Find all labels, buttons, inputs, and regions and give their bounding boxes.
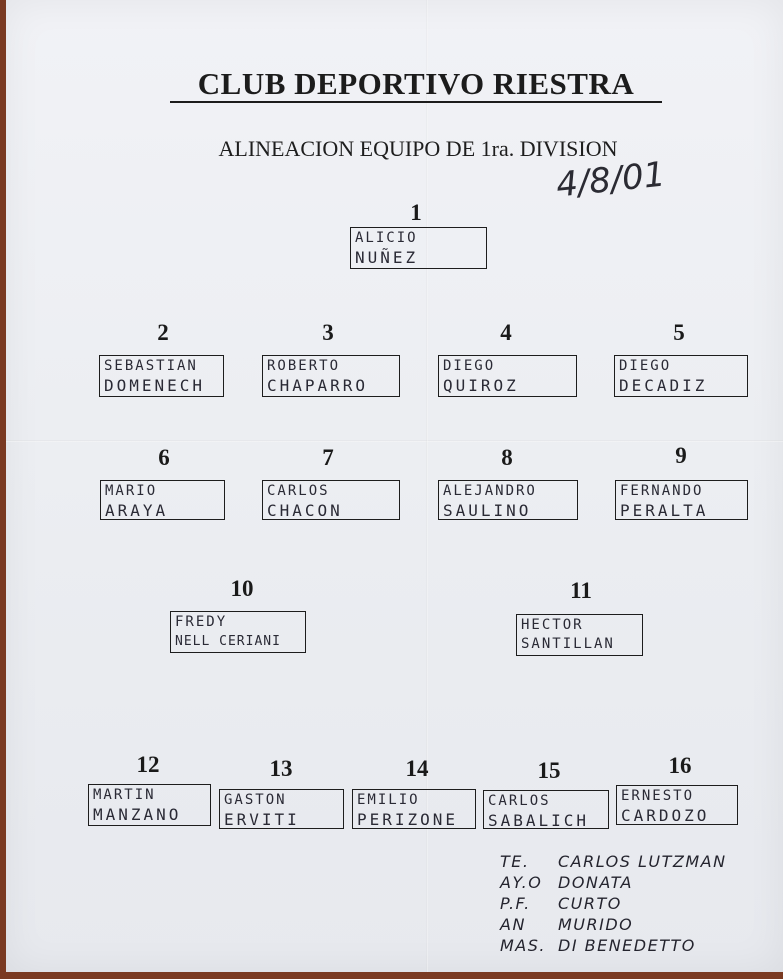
player-first-name: GASTON bbox=[224, 792, 287, 808]
position-number: 13 bbox=[269, 756, 293, 781]
lineup-sheet bbox=[6, 0, 783, 972]
player-last-name: DOMENECH bbox=[104, 376, 206, 395]
player-last-name: SAULINO bbox=[443, 501, 532, 520]
player-first-name: FREDY bbox=[175, 614, 228, 630]
player-first-name: ALICIO bbox=[355, 230, 418, 246]
coaching-staff-list: TE. CARLOS LUTZMAN AY.O DONATA P.F. CURTO A… bbox=[500, 852, 727, 957]
player-last-name: ARAYA bbox=[105, 501, 169, 520]
position-number: 15 bbox=[537, 758, 561, 783]
player-box: CARLOS SABALICH bbox=[483, 790, 609, 829]
position-number: 4 bbox=[500, 320, 512, 345]
staff-role: MAS. bbox=[500, 936, 546, 955]
staff-name: DI BENEDETTO bbox=[558, 936, 696, 955]
paper-fold-vertical bbox=[426, 0, 428, 972]
paper-fold-horizontal bbox=[6, 440, 783, 442]
player-box: MARIO ARAYA bbox=[100, 480, 225, 520]
player-first-name: MARIO bbox=[105, 483, 158, 499]
player-box: DIEGO QUIROZ bbox=[438, 355, 577, 397]
player-first-name: ALEJANDRO bbox=[443, 483, 537, 499]
position-number: 1 bbox=[410, 200, 422, 225]
player-last-name: ERVITI bbox=[224, 810, 300, 829]
position-number: 6 bbox=[158, 445, 170, 470]
staff-role: TE. bbox=[500, 852, 530, 871]
title-underline bbox=[170, 101, 662, 103]
position-number: 7 bbox=[322, 445, 334, 470]
position-number: 8 bbox=[501, 445, 513, 470]
player-last-name: MANZANO bbox=[93, 805, 182, 824]
player-box: EMILIO PERIZONE bbox=[352, 789, 476, 829]
player-box: MARTIN MANZANO bbox=[88, 784, 211, 826]
staff-role: P.F. bbox=[500, 894, 531, 913]
player-box: CARLOS CHACON bbox=[262, 480, 400, 520]
player-box: GASTON ERVITI bbox=[219, 789, 344, 829]
staff-name: CARLOS LUTZMAN bbox=[558, 852, 727, 871]
player-first-name: EMILIO bbox=[357, 792, 420, 808]
player-last-name: PERIZONE bbox=[357, 810, 459, 829]
player-box: ALEJANDRO SAULINO bbox=[438, 480, 578, 520]
staff-row: AY.O DONATA bbox=[500, 873, 727, 894]
staff-row: TE. CARLOS LUTZMAN bbox=[500, 852, 727, 873]
player-last-name: SANTILLAN bbox=[521, 636, 615, 652]
player-first-name: CARLOS bbox=[488, 793, 551, 809]
player-box: FERNANDO PERALTA bbox=[615, 480, 748, 520]
player-first-name: HECTOR bbox=[521, 617, 584, 633]
staff-name: DONATA bbox=[558, 873, 633, 892]
staff-role: AN bbox=[500, 915, 526, 934]
position-number: 11 bbox=[570, 578, 592, 603]
player-box: ERNESTO CARDOZO bbox=[616, 785, 738, 825]
player-last-name: CARDOZO bbox=[621, 806, 710, 825]
club-title: CLUB DEPORTIVO RIESTRA bbox=[197, 66, 635, 101]
position-number: 10 bbox=[230, 576, 254, 601]
player-last-name: PERALTA bbox=[620, 501, 709, 520]
position-number: 2 bbox=[157, 320, 169, 345]
player-last-name: QUIROZ bbox=[443, 376, 519, 395]
player-box: DIEGO DECADIZ bbox=[614, 355, 748, 397]
player-last-name: NELL CERIANI bbox=[175, 634, 281, 649]
staff-role: AY.O bbox=[500, 873, 543, 892]
lineup-subtitle: ALINEACION EQUIPO DE 1ra. DIVISION bbox=[218, 136, 618, 161]
staff-name: CURTO bbox=[558, 894, 622, 913]
staff-name: MURIDO bbox=[558, 915, 634, 934]
player-first-name: CARLOS bbox=[267, 483, 330, 499]
player-first-name: DIEGO bbox=[443, 358, 496, 374]
position-number: 12 bbox=[136, 752, 160, 777]
player-last-name: SABALICH bbox=[488, 811, 590, 829]
player-first-name: DIEGO bbox=[619, 358, 672, 374]
player-last-name: DECADIZ bbox=[619, 376, 708, 395]
player-box: ALICIO NUÑEZ bbox=[350, 227, 487, 269]
staff-row: MAS. DI BENEDETTO bbox=[500, 936, 727, 957]
player-last-name: NUÑEZ bbox=[355, 248, 419, 267]
player-box: ROBERTO CHAPARRO bbox=[262, 355, 400, 397]
player-box: FREDY NELL CERIANI bbox=[170, 611, 306, 653]
position-number: 14 bbox=[405, 756, 429, 781]
player-last-name: CHACON bbox=[267, 501, 343, 520]
player-last-name: CHAPARRO bbox=[267, 376, 369, 395]
player-box: HECTOR SANTILLAN bbox=[516, 614, 643, 656]
staff-row: P.F. CURTO bbox=[500, 894, 727, 915]
position-number: 3 bbox=[322, 320, 334, 345]
player-box: SEBASTIAN DOMENECH bbox=[99, 355, 224, 397]
staff-row: AN MURIDO bbox=[500, 915, 727, 936]
player-first-name: SEBASTIAN bbox=[104, 358, 198, 374]
position-number: 16 bbox=[668, 753, 692, 778]
player-first-name: FERNANDO bbox=[620, 483, 704, 499]
player-first-name: ERNESTO bbox=[621, 788, 695, 804]
player-first-name: ROBERTO bbox=[267, 358, 341, 374]
player-first-name: MARTIN bbox=[93, 787, 156, 803]
position-number: 9 bbox=[675, 443, 687, 468]
position-number: 5 bbox=[673, 320, 685, 345]
